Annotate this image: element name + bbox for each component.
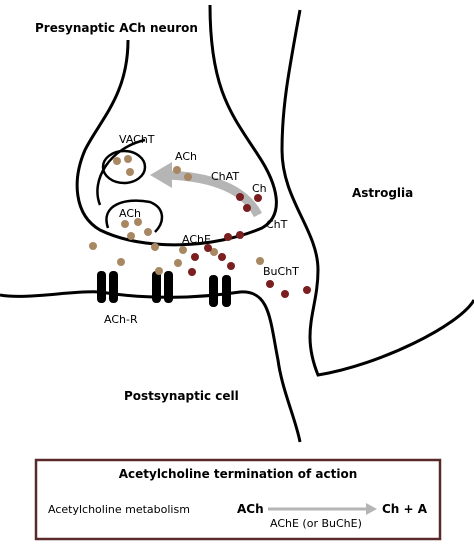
achr-label: ACh-R xyxy=(104,313,138,326)
ach-receptor xyxy=(109,271,118,303)
ch-dot xyxy=(303,286,311,294)
reuptake-arrow-head xyxy=(150,162,172,188)
ch-dot xyxy=(224,233,232,241)
buchte-label: BuChT xyxy=(263,265,299,278)
legend-row-label: Acetylcholine metabolism xyxy=(48,503,190,516)
ach-receptor xyxy=(209,275,218,307)
ach-dot xyxy=(210,248,218,256)
ch-dot xyxy=(236,193,244,201)
ach-dot xyxy=(121,220,129,228)
ach-dot xyxy=(144,228,152,236)
ach-dot xyxy=(113,157,121,165)
ch-dot xyxy=(254,194,262,202)
ach-dot xyxy=(256,257,264,265)
legend-enzyme: AChE (or BuChE) xyxy=(270,517,362,530)
cht-label: ChT xyxy=(266,218,288,231)
ach-dot xyxy=(117,258,125,266)
ch-dot xyxy=(281,290,289,298)
terminal-inner-curve xyxy=(96,138,146,206)
vacht-label: VAChT xyxy=(119,133,155,146)
chat-label: ChAT xyxy=(211,170,239,183)
reuptake-arrow-shaft xyxy=(167,170,262,218)
ch-dot xyxy=(191,253,199,261)
ach-dot xyxy=(134,218,142,226)
choline-molecules xyxy=(188,193,311,298)
legend-substrate: ACh xyxy=(237,502,264,516)
astroglia-membrane xyxy=(280,9,474,377)
ch-dot xyxy=(266,280,274,288)
ach-dot xyxy=(184,173,192,181)
ach-dot xyxy=(155,267,163,275)
ach-label-top: ACh xyxy=(175,150,197,163)
ch-dot xyxy=(218,253,226,261)
ach-receptor xyxy=(164,271,173,303)
postsynaptic-membrane xyxy=(0,290,302,443)
ach-receptor xyxy=(152,271,161,303)
ch-dot xyxy=(236,231,244,239)
postsynaptic-label: Postsynaptic cell xyxy=(124,389,239,403)
astroglia-label: Astroglia xyxy=(352,186,413,200)
ach-molecules xyxy=(89,155,264,275)
ach-dot xyxy=(151,243,159,251)
legend-title: Acetylcholine termination of action xyxy=(119,467,358,481)
ach-receptor xyxy=(97,271,106,303)
vacht-vesicle xyxy=(101,149,147,185)
ach-dot xyxy=(174,259,182,267)
ach-dot xyxy=(89,242,97,250)
presynaptic-membrane xyxy=(75,4,278,247)
docking-vesicle xyxy=(105,199,164,233)
ch-dot xyxy=(188,268,196,276)
ach-dot xyxy=(126,168,134,176)
ch-dot xyxy=(204,244,212,252)
ach-dot xyxy=(173,166,181,174)
legend-arrow-head xyxy=(366,503,377,515)
ache-label: AChE xyxy=(182,233,211,246)
legend-products: Ch + A xyxy=(382,502,428,516)
ach-dot xyxy=(179,246,187,254)
ch-label: Ch xyxy=(252,182,267,195)
legend-box xyxy=(34,458,442,541)
ach-vesicle-label: ACh xyxy=(119,207,141,220)
ch-dot xyxy=(243,204,251,212)
presynaptic-label: Presynaptic ACh neuron xyxy=(35,21,198,35)
ach-dot xyxy=(127,232,135,240)
ch-dot xyxy=(227,262,235,270)
ach-receptor xyxy=(222,275,231,307)
ach-dot xyxy=(124,155,132,163)
